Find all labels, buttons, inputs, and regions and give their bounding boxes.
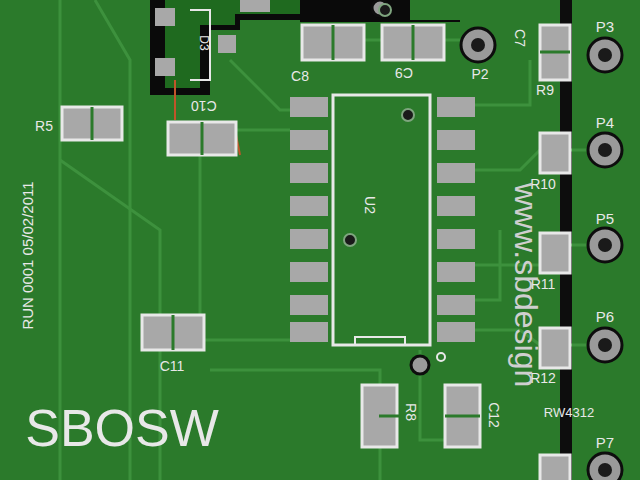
- part-label: C11: [160, 359, 185, 373]
- part-label: R5: [35, 119, 53, 133]
- part-label: C7: [513, 29, 527, 47]
- pin-label: P7: [596, 435, 614, 450]
- pin-label: P3: [596, 19, 614, 34]
- website-watermark: www.sbdesign: [510, 183, 542, 388]
- pin-label: P5: [596, 211, 614, 226]
- part-label: C10: [191, 99, 217, 113]
- part-label: D3: [198, 35, 210, 50]
- part-label: C9: [395, 66, 413, 80]
- board-name: SBOSW: [25, 402, 219, 454]
- part-label: R8: [404, 403, 418, 421]
- part-label: R9: [536, 83, 554, 97]
- run-date: RUN 0001 05/02/2011: [20, 181, 35, 329]
- part-label: RW4312: [544, 406, 594, 419]
- pin-label: P2: [471, 67, 488, 81]
- part-label: U2: [363, 196, 377, 214]
- part-label: C8: [291, 69, 309, 83]
- pin-label: P6: [596, 309, 614, 324]
- pin-label: P4: [596, 115, 614, 130]
- part-label: C12: [487, 402, 501, 428]
